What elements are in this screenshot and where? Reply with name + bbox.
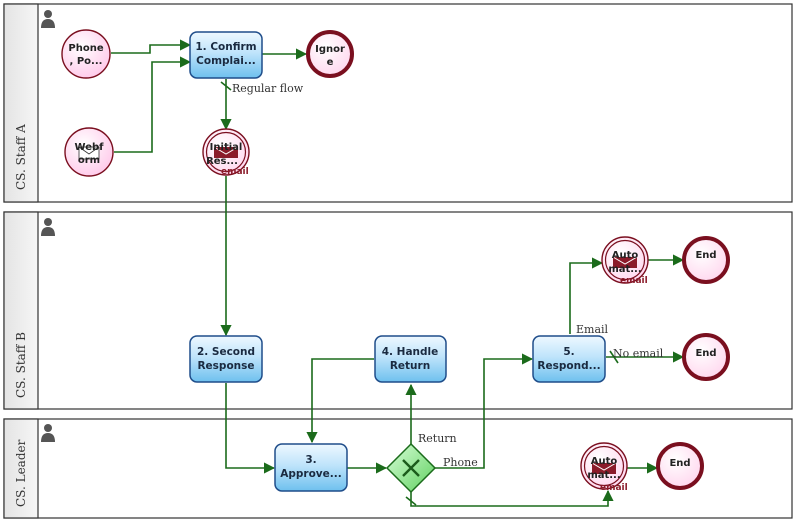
task-label-line: 1. Confirm	[195, 41, 256, 53]
flow-gateway-phone[interactable]	[435, 353, 534, 469]
envelope-icon	[78, 146, 100, 160]
task-label-line: 4. Handle	[382, 346, 439, 358]
event-label-line: , Po...	[70, 56, 103, 67]
event-label-line: Auto	[591, 456, 618, 467]
end-event-end-1[interactable]: End	[682, 236, 730, 284]
task-label-line: 2. Second	[197, 346, 255, 358]
task-label-line: 5.	[563, 346, 574, 358]
task-label-line: Response	[197, 360, 254, 372]
flow-gateway-to-auto2[interactable]	[410, 489, 614, 507]
flow-label-email: Email	[576, 323, 609, 336]
task-approve[interactable]: 3. Approve...	[274, 443, 348, 492]
task-second-response[interactable]: 2. Second Response	[189, 335, 263, 383]
email-badge: email	[620, 276, 648, 286]
person-icon	[41, 424, 55, 442]
flow-webform-to-confirm[interactable]	[114, 56, 192, 153]
message-event-auto-2[interactable]: Auto mat... email	[580, 442, 628, 493]
task-label-line: Return	[390, 360, 430, 372]
end-event-ignore[interactable]: Ignor e	[306, 30, 354, 78]
sequence-flows	[111, 39, 685, 507]
default-flow-markers	[220, 81, 619, 506]
lane-label-b: CS. Staff B	[14, 332, 28, 398]
flow-label-return: Return	[418, 432, 457, 445]
task-handle-return[interactable]: 4. Handle Return	[374, 335, 447, 383]
event-label-line: Auto	[612, 250, 639, 261]
task-respond[interactable]: 5. Respond...	[532, 335, 606, 383]
lane-cs-staff-b: CS. Staff B	[3, 211, 793, 410]
task-label-line: Approve...	[280, 468, 341, 480]
start-event-webform[interactable]: Webf orm	[64, 127, 114, 177]
event-label-line: e	[327, 57, 334, 68]
email-badge: email	[221, 167, 249, 177]
flow-label-regular: Regular flow	[232, 82, 304, 95]
flow-phone-to-confirm[interactable]	[111, 39, 192, 54]
lane-label-a: CS. Staff A	[14, 124, 28, 190]
task-confirm-complaint[interactable]: 1. Confirm Complai...	[189, 31, 263, 79]
envelope-icon	[591, 462, 617, 474]
flow-label-no-email: No email	[613, 347, 664, 360]
flow-second-to-approve[interactable]	[225, 383, 276, 474]
event-label-line: Res...	[206, 156, 238, 167]
event-label-line: End	[669, 458, 690, 469]
exclusive-gateway[interactable]	[385, 442, 437, 494]
event-label-line: End	[695, 250, 716, 261]
flow-handle-to-approve[interactable]	[306, 358, 374, 444]
gateway-x-icon	[402, 459, 420, 477]
email-badge: email	[600, 483, 628, 493]
event-label-line: Ignor	[315, 44, 345, 55]
flow-label-phone: Phone	[443, 456, 478, 469]
event-label-line: Phone	[68, 43, 103, 54]
envelope-icon	[213, 146, 239, 158]
task-label-line: 3.	[305, 454, 316, 466]
end-event-end-3[interactable]: End	[656, 442, 704, 490]
event-label-line: Initial	[210, 142, 243, 153]
flow-respond-email[interactable]	[569, 257, 604, 334]
message-event-auto-1[interactable]: Auto mat... email	[601, 236, 649, 286]
event-label-line: Webf	[75, 142, 105, 153]
envelope-icon	[612, 256, 638, 268]
message-event-initial-response[interactable]: Initial Res... email	[202, 128, 250, 177]
event-label-line: orm	[78, 155, 100, 166]
event-label-line: End	[695, 348, 716, 359]
person-icon	[41, 218, 55, 236]
end-event-end-2[interactable]: End	[682, 333, 730, 381]
person-icon	[41, 10, 55, 28]
task-label-line: Respond...	[537, 360, 600, 372]
lane-cs-staff-a: CS. Staff A	[3, 3, 793, 203]
event-label-line: mat...	[587, 470, 620, 481]
task-label-line: Complai...	[196, 55, 256, 67]
start-event-phone[interactable]: Phone , Po...	[61, 29, 111, 79]
lane-label-c: CS. Leader	[14, 439, 28, 507]
event-label-line: mat...	[608, 264, 641, 275]
